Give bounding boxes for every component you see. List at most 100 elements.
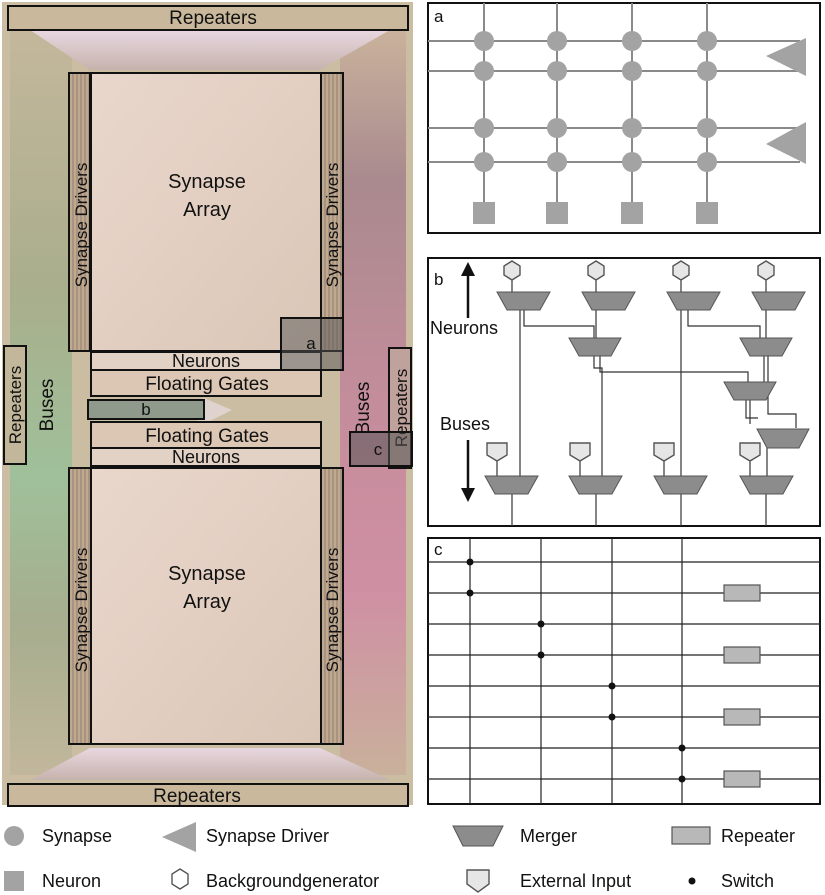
- neurons-bottom-label: Neurons: [172, 447, 240, 467]
- arrow-down-icon: [461, 488, 475, 502]
- synapse-icon: [622, 61, 642, 81]
- repeaters-left-label: Repeaters: [6, 366, 25, 444]
- neuron-icon: [696, 202, 718, 224]
- synapse-icon: [622, 152, 642, 172]
- merger-icon: [581, 291, 636, 311]
- merger-icon: [756, 428, 810, 449]
- marker-c-box: [349, 431, 413, 467]
- synapse-icon: [547, 118, 567, 138]
- switch-icon: [466, 589, 474, 597]
- panel-b-external-inputs: [486, 442, 761, 462]
- switch-icon: [537, 620, 545, 628]
- panel-b: b: [427, 257, 821, 527]
- backgroundgenerator-icon: [171, 868, 189, 890]
- neurons-top-label: Neurons: [172, 351, 240, 371]
- synapse-array-top: [90, 73, 321, 351]
- panel-b-label: b: [434, 270, 443, 289]
- switch-icon: [688, 877, 696, 885]
- legend-merger: Merger: [520, 826, 577, 846]
- external-input-icon: [466, 869, 490, 893]
- legend-backgroundgenerator: Backgroundgenerator: [206, 871, 379, 891]
- switch-icon: [678, 744, 686, 752]
- legend-synapse: Synapse: [42, 826, 112, 846]
- synapse-driver-icon: [162, 822, 196, 852]
- panel-b-background-generators: [503, 260, 775, 281]
- buses-label: Buses: [440, 414, 490, 434]
- synapse-icon: [697, 31, 717, 51]
- buses-left-label: Buses: [37, 379, 58, 432]
- merger-icon: [568, 475, 623, 495]
- synapse-drivers-top-left-label: Synapse Drivers: [72, 163, 91, 288]
- panel-c-frame: [427, 537, 821, 805]
- panel-a: a: [427, 2, 821, 234]
- synapse-icon: [622, 31, 642, 51]
- repeater-icon: [723, 584, 761, 602]
- synapse-driver-icon: [766, 122, 806, 164]
- synapse-driver-icon: [766, 38, 806, 76]
- legend: Synapse Synapse Driver Merger Repeater N…: [4, 822, 795, 893]
- synapse-array-bottom-label-2: Array: [183, 591, 231, 613]
- repeaters-right-label: Repeaters: [392, 369, 411, 447]
- merger-icon: [751, 291, 806, 311]
- floating-gates-bottom-label: Floating Gates: [145, 426, 269, 447]
- backgroundgenerator-icon: [587, 260, 605, 281]
- repeaters-top-box: [7, 5, 409, 31]
- synapse-icon: [547, 61, 567, 81]
- synapse-drivers-bottom-right-label: Synapse Drivers: [323, 548, 342, 673]
- repeaters-top-label: Repeaters: [169, 8, 257, 29]
- marker-c-label: c: [374, 440, 383, 459]
- repeaters-left-box: [3, 345, 27, 465]
- synapse-icon: [697, 152, 717, 172]
- panel-a-neurons: [473, 202, 718, 224]
- legend-switch: Switch: [721, 871, 774, 891]
- marker-b-box: [87, 399, 205, 420]
- neurons-bottom-box: [90, 447, 322, 467]
- synapse-array-bottom: [90, 468, 321, 744]
- floating-gates-top-box: [90, 369, 322, 397]
- repeaters-bottom-box: [7, 783, 409, 807]
- backgroundgenerator-icon: [757, 260, 775, 281]
- synapse-icon: [622, 118, 642, 138]
- synapse-icon: [474, 152, 494, 172]
- neuron-icon: [473, 202, 495, 224]
- synapse-icon: [474, 31, 494, 51]
- neuron-icon: [621, 202, 643, 224]
- synapse-drivers-bottom-left-label: Synapse Drivers: [72, 548, 91, 673]
- panel-c: c: [427, 537, 821, 805]
- arrow-up-icon: [461, 262, 475, 276]
- repeater-icon: [723, 770, 761, 788]
- top-wedge: [30, 30, 390, 70]
- neuron-icon: [546, 202, 568, 224]
- backgroundgenerator-icon: [503, 260, 521, 281]
- neurons-label: Neurons: [430, 318, 498, 338]
- marker-a-box: [280, 317, 344, 371]
- buses-right-label: Buses: [353, 382, 374, 435]
- switch-icon: [608, 682, 616, 690]
- legend-neuron: Neuron: [42, 871, 101, 891]
- legend-external-input: External Input: [520, 871, 631, 891]
- merger-icon: [452, 825, 504, 847]
- switch-icon: [466, 558, 474, 566]
- merger-icon: [666, 291, 721, 311]
- repeater-icon: [723, 708, 761, 726]
- panel-a-synapses: [474, 31, 717, 172]
- marker-b-label: b: [141, 400, 150, 419]
- backgroundgenerator-icon: [672, 260, 690, 281]
- panel-c-switches: [466, 558, 686, 783]
- external-input-icon: [653, 442, 675, 462]
- synapse-icon: [474, 118, 494, 138]
- repeater-icon: [671, 826, 711, 845]
- panel-c-label: c: [434, 540, 443, 559]
- synapse-array-bottom-label-1: Synapse: [168, 563, 246, 585]
- legend-repeater: Repeater: [721, 826, 795, 846]
- switch-icon: [678, 775, 686, 783]
- synapse-icon: [4, 826, 24, 846]
- synapse-array-top-label-2: Array: [183, 199, 231, 221]
- switch-icon: [537, 651, 545, 659]
- merger-icon: [739, 475, 794, 495]
- merger-icon: [739, 337, 793, 357]
- bottom-wedge: [30, 748, 390, 780]
- synapse-array-top-label-1: Synapse: [168, 171, 246, 193]
- synapse-icon: [547, 31, 567, 51]
